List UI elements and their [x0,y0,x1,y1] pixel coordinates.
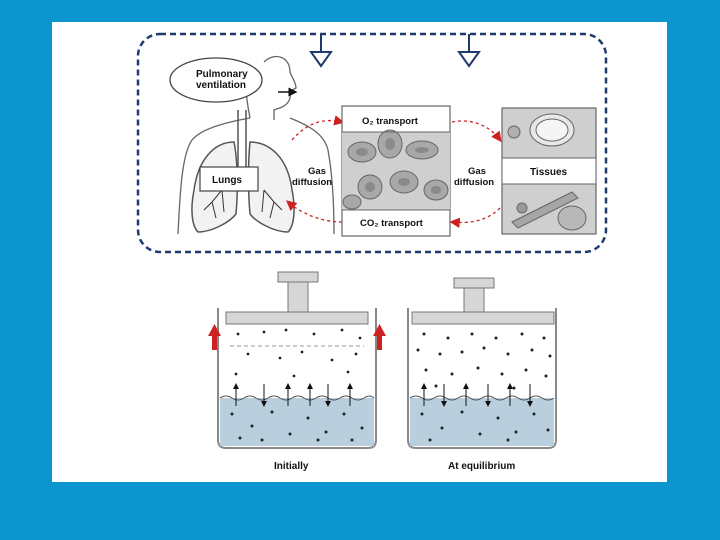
slide-canvas: Pulmonary ventilation Lungs Gas diffusio… [52,22,667,482]
ground-symbol-icon [457,34,481,68]
tissues-label-box [501,157,597,185]
piston-plate [225,311,369,325]
tissue-cells [507,113,587,231]
piston-plate [411,311,555,325]
at-equilibrium-caption: At equilibrium [448,461,515,472]
left-upper-dashed-arrow [291,115,345,141]
co2-transport-label: CO₂ transport [360,218,424,229]
gas-diffusion-left-line1: Gas [308,166,326,177]
pulmonary-label-line2: ventilation [196,80,246,91]
o2-transport-label: O₂ transport [362,116,419,127]
diagram-svg: Pulmonary ventilation Lungs Gas diffusio… [136,32,608,472]
right-upper-dashed-arrow [451,120,502,143]
vessel-outline [217,308,377,449]
tissues-label: Tissues [530,167,567,178]
pulmonary-ventilation-bubble [169,57,263,103]
right-lower-dashed-arrow [449,207,501,228]
pulmonary-label-line1: Pulmonary [196,69,248,80]
ground-symbol-icon [309,34,333,68]
pressure-up-arrow-icon [373,324,386,350]
lungs-label: Lungs [212,175,242,186]
gas-diffusion-right-line2: diffusion [454,177,494,188]
vessel-outline [407,308,557,449]
initially-caption: Initially [274,461,309,472]
respiration-overview: Pulmonary ventilation Lungs Gas diffusio… [136,32,608,254]
container-at-equilibrium: At equilibrium [407,277,557,472]
gas-diffusion-left-line2: diffusion [292,177,332,188]
dashed-frame [136,32,608,254]
pressure-up-arrow-icon [208,324,221,350]
liquid-region [410,398,554,446]
liquid-region [220,398,374,446]
container-initially: Initially [208,271,386,472]
lungs-label-box [199,166,259,192]
gas-diffusion-right-line1: Gas [468,166,486,177]
